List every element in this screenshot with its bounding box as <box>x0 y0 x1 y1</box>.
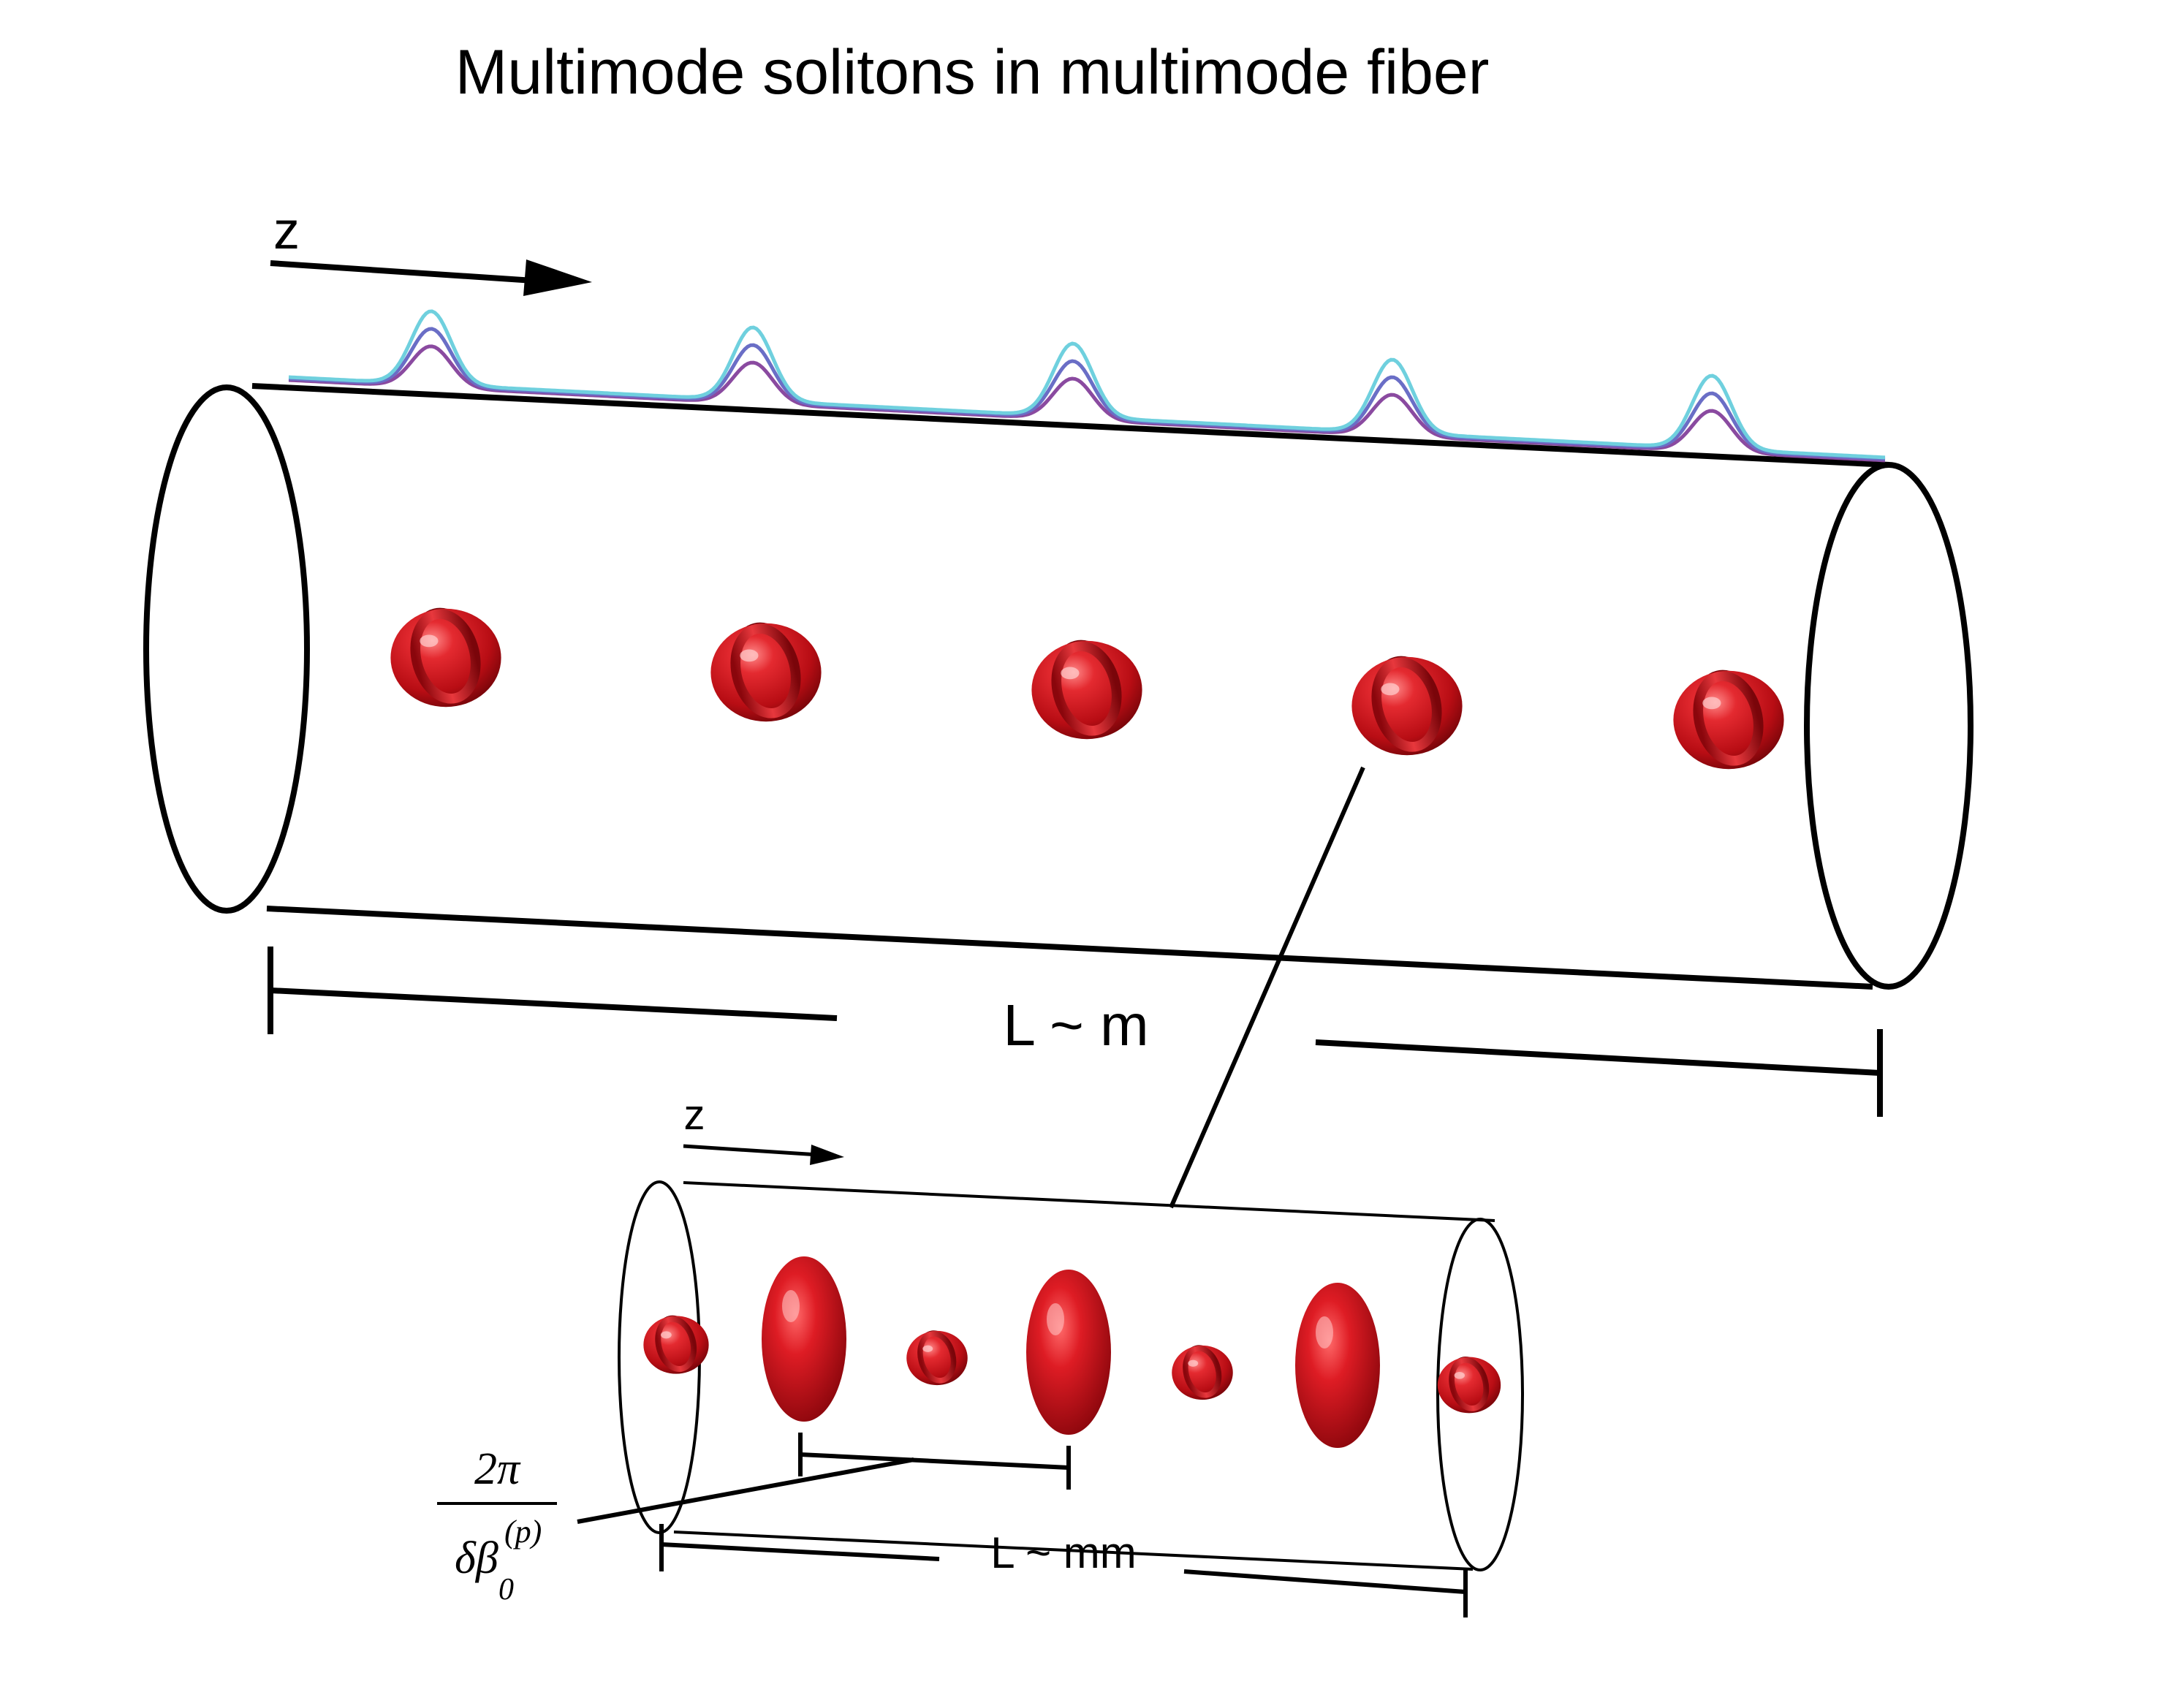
period-fraction: 2π δβ 0 (p) <box>437 1444 557 1607</box>
lower-oval-soliton-2 <box>1026 1270 1111 1435</box>
upper-soliton-2 <box>710 622 822 722</box>
lower-oval-soliton-3 <box>1295 1283 1380 1448</box>
lower-z-arrow <box>683 1144 844 1165</box>
period-denominator-sup: (p) <box>504 1514 542 1550</box>
lower-oval-soliton-1 <box>762 1256 846 1422</box>
period-bracket <box>577 1433 1071 1524</box>
pulse-train <box>288 309 1886 463</box>
lower-small-soliton-3 <box>1172 1345 1233 1400</box>
upper-z-label: z <box>273 202 300 260</box>
lower-length-bracket <box>659 1524 1468 1617</box>
upper-length-bracket <box>268 947 1883 1117</box>
lower-length-label: L ~ mm <box>990 1528 1136 1577</box>
lower-z-label: z <box>684 1091 705 1139</box>
lower-small-soliton-1 <box>643 1315 709 1374</box>
upper-z-arrow <box>270 259 592 296</box>
lower-small-soliton-4 <box>1437 1356 1501 1414</box>
upper-fiber-cylinder <box>143 383 1973 990</box>
upper-soliton-4 <box>1351 656 1463 756</box>
period-numerator: 2π <box>474 1444 521 1494</box>
upper-length-label: L ~ m <box>1003 993 1148 1058</box>
period-denominator-base: δβ <box>455 1533 498 1583</box>
upper-soliton-5 <box>1673 670 1784 770</box>
period-denominator-sub: 0 <box>498 1573 514 1607</box>
upper-soliton-3 <box>1031 640 1142 740</box>
lower-small-soliton-2 <box>906 1330 968 1386</box>
figure-title: Multimode solitons in multimode fiber <box>455 37 1490 107</box>
upper-solitons <box>390 607 1784 770</box>
upper-soliton-1 <box>390 607 501 708</box>
lower-solitons <box>643 1256 1501 1448</box>
zoom-connector-line <box>1169 766 1365 1209</box>
